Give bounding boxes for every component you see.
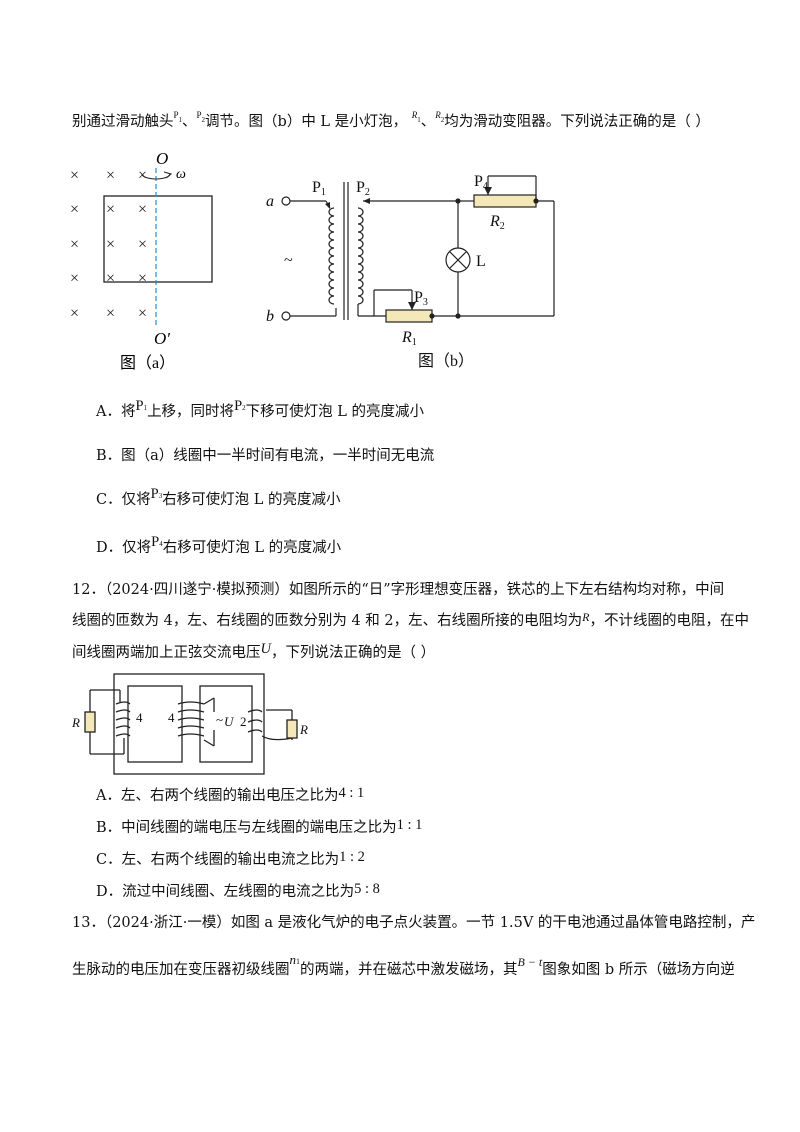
- terminal-b-label: b: [266, 308, 274, 325]
- right-coil: [247, 709, 263, 733]
- p1-symbol: P1: [173, 110, 183, 124]
- svg-text:×: ×: [70, 270, 79, 287]
- n-mid-label: 4: [168, 710, 175, 725]
- iron-core-window-right: [199, 685, 253, 763]
- left-coil: [115, 701, 131, 737]
- resistor-left: [84, 711, 96, 733]
- resistor-right: [286, 719, 298, 739]
- svg-text:×: ×: [70, 236, 79, 253]
- q11-option-a[interactable]: A．将P1上移，同时将P2下移可使灯泡 L 的亮度减小: [96, 398, 424, 420]
- ratio-c: 1 : 2: [339, 849, 365, 865]
- figure-a: ××× ××× ××× ××× ××× O ω O′ 图（a）: [70, 149, 213, 372]
- svg-text:×: ×: [70, 201, 79, 218]
- primary-coil: [328, 207, 335, 305]
- r-right-label: R: [299, 722, 308, 737]
- ratio-b: 1 : 1: [396, 817, 423, 833]
- caption-b: 图（b）: [418, 352, 474, 370]
- svg-text:×: ×: [106, 167, 115, 184]
- coil-rectangle: [103, 195, 213, 283]
- lamp-label: L: [476, 253, 486, 270]
- svg-text:×: ×: [106, 236, 115, 253]
- q12-option-d[interactable]: D．流过中间线圈、左线圈的电流之比为5 : 8: [96, 881, 380, 900]
- terminal-a-label: a: [266, 193, 274, 210]
- iron-core-outer: [113, 673, 265, 775]
- svg-text:×: ×: [138, 305, 147, 322]
- omega-label: ω: [176, 167, 186, 182]
- terminal-b: [281, 311, 291, 321]
- option-d-p4: P4: [151, 534, 163, 550]
- svg-text:×: ×: [106, 305, 115, 322]
- ac-source-symbol: ~: [284, 252, 293, 269]
- terminal-a: [281, 196, 291, 206]
- svg-text:×: ×: [106, 201, 115, 218]
- q11-option-d[interactable]: D．仅将P4右移可使灯泡 L 的亮度减小: [96, 534, 342, 556]
- iron-core-window-left: [127, 685, 183, 763]
- q11-option-b[interactable]: B．图（a）线圈中一半时间有电流，一半时间无电流: [96, 448, 435, 464]
- bt-symbol: B − t: [517, 955, 543, 969]
- q11-option-c[interactable]: C．仅将P3右移可使灯泡 L 的亮度减小: [96, 486, 341, 508]
- p1-label: P1: [312, 179, 326, 198]
- intro-line: 别通过滑动触头P1、P2调节。图（b）中 L 是小灯泡， R1、R2均为滑动变阻…: [72, 110, 710, 130]
- n-right-label: 2: [240, 714, 247, 729]
- q12-option-b[interactable]: B．中间线圈的端电压与左线圈的端电压之比为1 : 1: [96, 817, 423, 836]
- svg-text:×: ×: [70, 167, 79, 184]
- p3-label: P3: [414, 289, 428, 308]
- q13-stem-line-1: 13．（2024·浙江·一模）如图 a 是液化气炉的电子点火装置。一节 1.5V…: [72, 915, 756, 931]
- p4-label: P4: [474, 173, 488, 192]
- option-a-p2: P2: [234, 398, 246, 414]
- svg-text:×: ×: [138, 201, 147, 218]
- n-left-label: 4: [136, 710, 143, 725]
- secondary-coil: [357, 207, 364, 305]
- p2-symbol: P2: [196, 110, 206, 124]
- svg-text:×: ×: [70, 305, 79, 322]
- q12-option-a[interactable]: A．左、右两个线圈的输出电压之比为4 : 1: [96, 785, 365, 804]
- q12-stem-line-2: 线圈的匝数为 4，左、右线圈的匝数分别为 4 和 2，左、右线圈所接的电阻均为R…: [72, 610, 749, 629]
- svg-text:×: ×: [106, 270, 115, 287]
- figure-q12-transformer: R 4 4 ~ U 2 R: [71, 673, 308, 775]
- q12-stem-line-1: 12．（2024·四川遂宁·模拟预测）如图所示的“日”字形理想变压器，铁芯的上下…: [72, 582, 725, 598]
- svg-text:×: ×: [138, 236, 147, 253]
- axis-label-o: O: [156, 149, 168, 168]
- r2-label: R2: [489, 213, 505, 232]
- ratio-a: 4 : 1: [338, 785, 365, 801]
- p2-label: P2: [356, 179, 370, 198]
- figure-b: a b ~ P1 P2 P4 R2 L P3 R1 图（b）: [266, 173, 555, 370]
- option-a-p1: P1: [135, 398, 148, 414]
- resistor-r2: [473, 194, 537, 208]
- middle-coil: [177, 701, 205, 737]
- axis-label-o-prime: O′: [154, 329, 170, 348]
- magnetic-field-crosses: ××× ××× ××× ××× ×××: [70, 167, 147, 322]
- svg-text:×: ×: [138, 270, 147, 287]
- resistor-r1: [385, 309, 433, 323]
- r2-symbol: R2: [435, 110, 445, 124]
- u-label: U: [224, 714, 235, 729]
- q12-option-c[interactable]: C．左、右两个线圈的输出电流之比为1 : 2: [96, 849, 365, 868]
- q12-stem-line-3: 间线圈两端加上正弦交流电压U，下列说法正确的是（ ）: [72, 641, 436, 661]
- ac-symbol: ~: [216, 712, 223, 727]
- r1-symbol: R1: [411, 110, 421, 124]
- caption-a: 图（a）: [120, 354, 175, 372]
- option-c-p3: P3: [150, 486, 163, 502]
- r-left-label: R: [71, 715, 80, 730]
- ratio-d: 5 : 8: [354, 881, 380, 897]
- q13-stem-line-2: 生脉动的电压加在变压器初级线圈n1的两端，并在磁芯中激发磁场，其B − t图象如…: [72, 952, 735, 978]
- n1-symbol: n1: [289, 952, 301, 967]
- r1-label: R1: [401, 329, 417, 348]
